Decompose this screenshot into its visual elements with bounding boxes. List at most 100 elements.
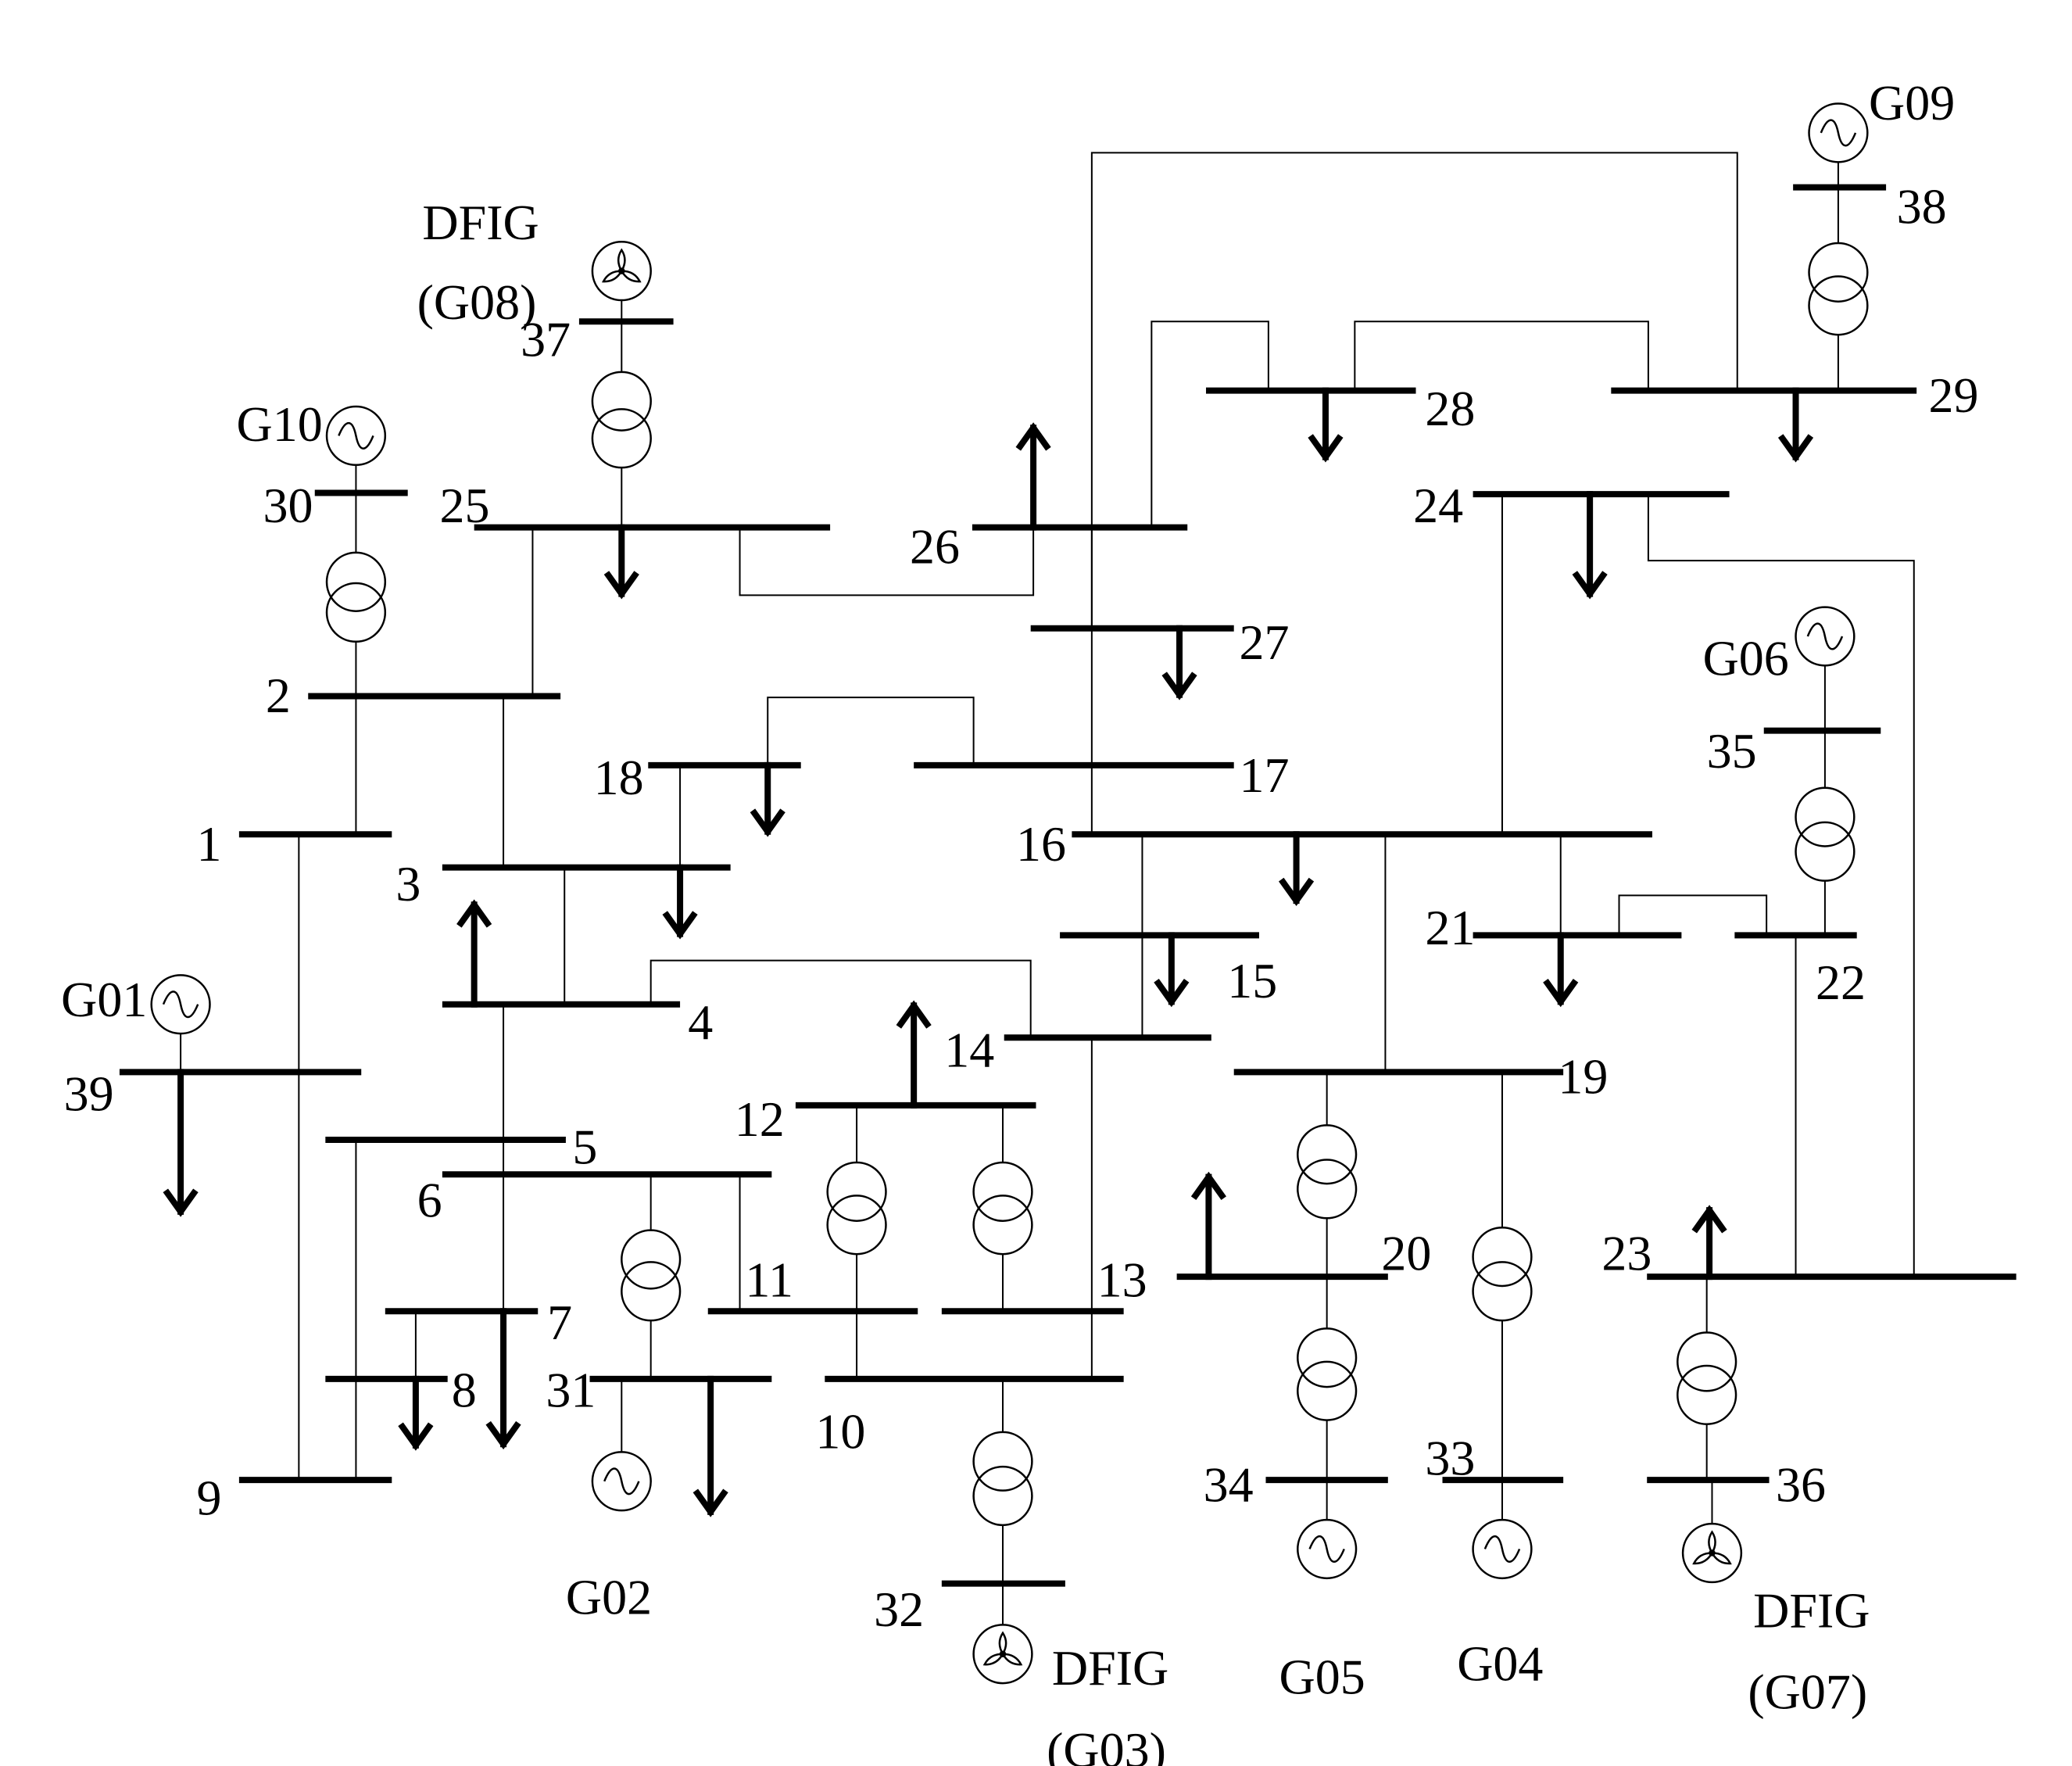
bus-label-30: 30 bbox=[263, 478, 313, 533]
generator-label-G04: G04 bbox=[1457, 1636, 1543, 1692]
bus-label-5: 5 bbox=[572, 1119, 597, 1175]
wind-turbine-icon bbox=[601, 248, 642, 283]
ac-source-icon bbox=[162, 990, 199, 1019]
bus-label-39: 39 bbox=[64, 1066, 114, 1122]
bus-label-11: 11 bbox=[745, 1252, 793, 1308]
bus-label-38: 38 bbox=[1897, 178, 1947, 234]
generator-sublabel-G08: (G08) bbox=[417, 274, 537, 330]
line-4-14 bbox=[650, 959, 1032, 1038]
load-arrow-39 bbox=[163, 1069, 199, 1217]
generator-label-G06: G06 bbox=[1703, 630, 1789, 686]
load-arrow-8 bbox=[398, 1375, 434, 1451]
transformer-25-37 bbox=[591, 321, 652, 528]
line-23-24 bbox=[1647, 494, 1915, 1277]
load-arrow-20 bbox=[1190, 1171, 1226, 1281]
line-17-18 bbox=[767, 697, 975, 765]
bus-label-6: 6 bbox=[417, 1173, 442, 1228]
bus-label-26: 26 bbox=[910, 519, 960, 575]
synchronous-generator-G06 bbox=[1795, 606, 1855, 731]
generator-label-G05: G05 bbox=[1279, 1650, 1365, 1705]
generators bbox=[150, 102, 1869, 1685]
labels: 1234567891011121314151617181920212223242… bbox=[61, 75, 1978, 1766]
bus-label-36: 36 bbox=[1776, 1456, 1826, 1512]
load-arrow-7 bbox=[485, 1308, 521, 1450]
generator-sublabel-G03: (G03) bbox=[1047, 1722, 1166, 1766]
transformer-20-34 bbox=[1297, 1277, 1358, 1481]
line-21-22 bbox=[1618, 894, 1768, 936]
load-arrow-31 bbox=[692, 1375, 728, 1517]
bus-label-7: 7 bbox=[547, 1295, 572, 1350]
transformer-12-11 bbox=[826, 1105, 887, 1312]
transformer-19-33 bbox=[1472, 1072, 1533, 1481]
bus-label-12: 12 bbox=[735, 1091, 785, 1147]
bus-label-19: 19 bbox=[1558, 1049, 1608, 1105]
transformer-10-32 bbox=[972, 1378, 1033, 1584]
load-arrow-25 bbox=[603, 524, 639, 600]
bus-label-16: 16 bbox=[1016, 816, 1066, 872]
synchronous-generator-G02 bbox=[591, 1378, 652, 1512]
transformer-2-30 bbox=[325, 493, 387, 697]
load-arrow-18 bbox=[750, 761, 785, 837]
synchronous-generator-G01 bbox=[150, 974, 211, 1073]
line-26-28 bbox=[1151, 321, 1269, 528]
wind-turbine-icon bbox=[982, 1631, 1023, 1666]
bus-label-29: 29 bbox=[1928, 367, 1978, 423]
generator-sublabel-G07: (G07) bbox=[1748, 1664, 1867, 1719]
transformer-23-36 bbox=[1677, 1277, 1737, 1481]
bus-label-34: 34 bbox=[1204, 1456, 1254, 1512]
bus-label-22: 22 bbox=[1816, 955, 1866, 1010]
ac-source-icon bbox=[603, 1467, 640, 1496]
bus-label-17: 17 bbox=[1240, 747, 1290, 803]
transformer-22-35 bbox=[1795, 730, 1855, 936]
bus-label-21: 21 bbox=[1425, 900, 1475, 955]
bus-label-4: 4 bbox=[688, 994, 713, 1050]
bus-label-1: 1 bbox=[197, 816, 222, 872]
bus-label-18: 18 bbox=[594, 750, 644, 805]
load-arrow-12 bbox=[896, 1000, 932, 1109]
load-arrow-24 bbox=[1572, 491, 1608, 600]
transformers bbox=[325, 187, 1869, 1584]
line-25-26 bbox=[739, 527, 1035, 596]
load-arrow-21 bbox=[1543, 932, 1579, 1008]
load-arrow-3 bbox=[662, 864, 698, 940]
bus-label-25: 25 bbox=[439, 478, 489, 533]
generator-label-G01: G01 bbox=[61, 972, 147, 1027]
load-arrow-26 bbox=[1015, 422, 1051, 531]
dfig-generator-G07 bbox=[1681, 1480, 1743, 1584]
load-arrow-15 bbox=[1154, 932, 1190, 1008]
load-arrow-16 bbox=[1279, 831, 1315, 907]
bus-label-32: 32 bbox=[874, 1582, 924, 1637]
generator-label-G07: DFIG bbox=[1753, 1583, 1870, 1639]
synchronous-generator-G05 bbox=[1297, 1480, 1358, 1580]
load-arrow-28 bbox=[1308, 387, 1344, 463]
transformer-29-38 bbox=[1808, 187, 1869, 391]
load-arrow-23 bbox=[1691, 1205, 1727, 1281]
wind-turbine-icon bbox=[1692, 1530, 1732, 1565]
transformer-6-31 bbox=[621, 1174, 682, 1379]
bus-label-35: 35 bbox=[1707, 723, 1757, 779]
bus-label-24: 24 bbox=[1413, 478, 1463, 533]
synchronous-generator-G04 bbox=[1472, 1480, 1533, 1580]
generator-label-G09: G09 bbox=[1869, 75, 1955, 131]
transformer-12-13 bbox=[972, 1105, 1033, 1312]
line-28-29 bbox=[1354, 321, 1649, 391]
generator-label-G02: G02 bbox=[566, 1570, 652, 1625]
generator-label-G08: DFIG bbox=[422, 195, 539, 250]
bus-label-3: 3 bbox=[395, 856, 420, 912]
bus-label-13: 13 bbox=[1097, 1252, 1147, 1308]
bus-label-27: 27 bbox=[1240, 614, 1290, 670]
bus-label-15: 15 bbox=[1227, 953, 1277, 1008]
transmission-lines bbox=[298, 152, 1915, 1481]
ac-source-icon bbox=[338, 421, 374, 450]
load-arrow-27 bbox=[1161, 625, 1197, 700]
generator-label-G10: G10 bbox=[236, 396, 322, 452]
bus-label-23: 23 bbox=[1601, 1226, 1652, 1281]
bus-label-37: 37 bbox=[521, 311, 571, 367]
ac-source-icon bbox=[1308, 1535, 1345, 1564]
transformer-19-20 bbox=[1297, 1072, 1358, 1277]
load-arrow-29 bbox=[1777, 387, 1814, 463]
load-arrow-4 bbox=[456, 899, 492, 1008]
ac-source-icon bbox=[1806, 622, 1844, 650]
bus-label-31: 31 bbox=[546, 1363, 596, 1418]
